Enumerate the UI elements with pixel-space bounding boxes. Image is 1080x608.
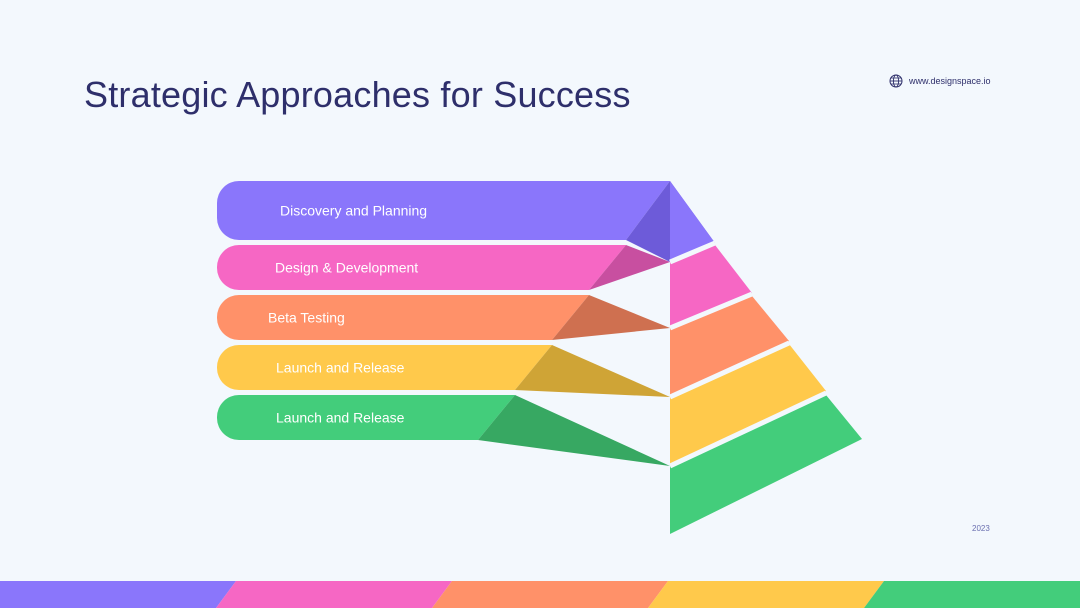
layer-left-face [515, 345, 670, 397]
layer-left-face [478, 395, 670, 466]
website-link[interactable]: www.designspace.io [889, 74, 991, 88]
layer-label: Discovery and Planning [280, 203, 427, 219]
footer-stripe [0, 581, 236, 608]
layer-banner [217, 245, 626, 290]
year-label: 2023 [972, 524, 990, 533]
layer-right-face [670, 245, 752, 328]
layer-label: Launch and Release [276, 410, 405, 426]
layer-right-face [670, 296, 789, 397]
pyramid-layer: Design & Development [217, 245, 752, 328]
layer-label: Beta Testing [268, 310, 345, 326]
layer-banner [217, 395, 515, 440]
layer-separator [668, 390, 828, 469]
layer-right-face [670, 395, 862, 534]
slide-title: Strategic Approaches for Success [84, 74, 631, 115]
pyramid-layer: Discovery and Planning [217, 181, 715, 262]
pyramid-layer: Launch and Release [217, 395, 862, 534]
website-text: www.designspace.io [909, 76, 991, 86]
footer-stripe [864, 581, 1080, 608]
footer-stripe [648, 581, 884, 608]
layer-separator [669, 240, 716, 265]
layer-banner [217, 345, 552, 390]
layer-banner [217, 295, 589, 340]
layer-separator [668, 340, 791, 400]
layer-right-face [670, 181, 715, 262]
pyramid-layer: Launch and Release [217, 344, 826, 466]
layer-banner [217, 181, 670, 240]
globe-icon [889, 74, 903, 88]
layer-left-face [552, 295, 670, 340]
layer-left-face [589, 245, 670, 290]
layer-label: Launch and Release [276, 360, 405, 376]
layer-right-face [670, 344, 826, 466]
pyramid-layer: Beta Testing [217, 295, 789, 397]
layer-label: Design & Development [275, 260, 418, 276]
layer-separator [669, 291, 753, 331]
footer-stripe [432, 581, 668, 608]
footer-stripe [216, 581, 452, 608]
